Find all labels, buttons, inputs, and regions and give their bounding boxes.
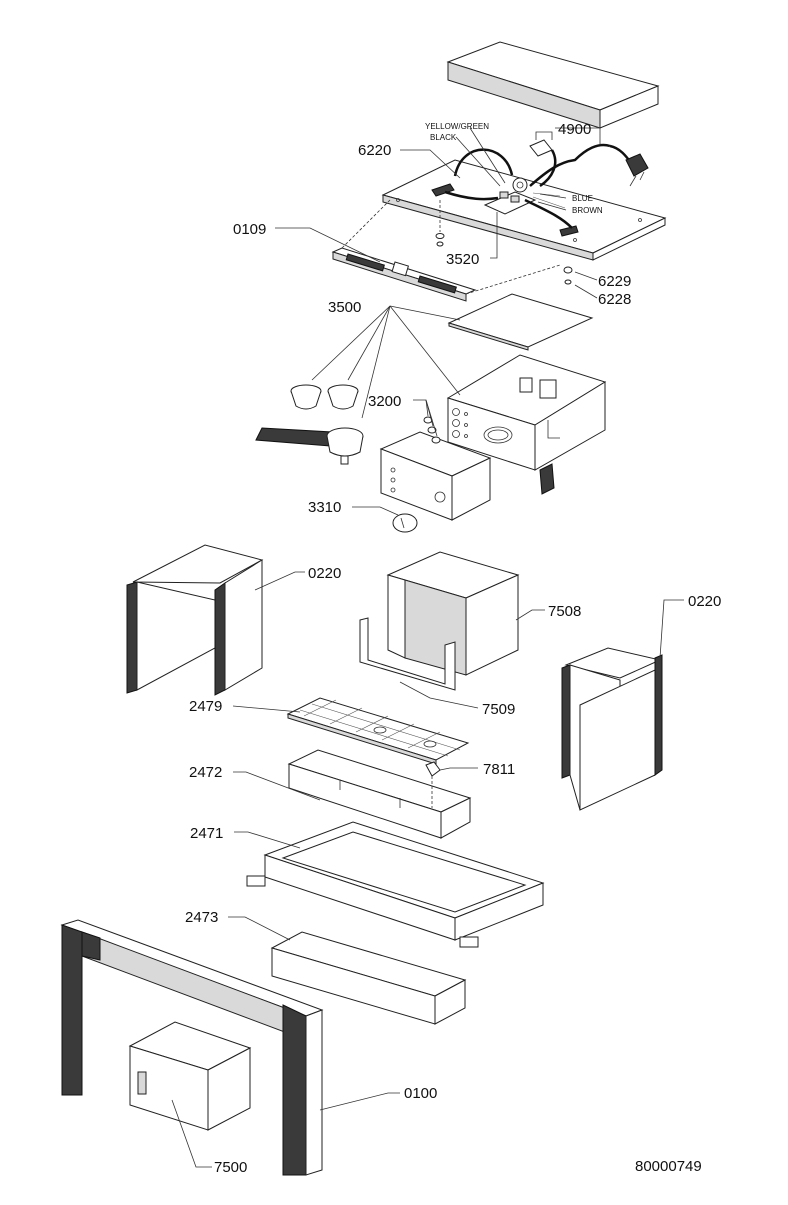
control-panel: [379, 431, 492, 521]
label-3520: 3520: [446, 251, 479, 268]
cover-sheet-3500: [447, 293, 594, 351]
label-0100: 0100: [404, 1085, 437, 1102]
base-tray: [246, 821, 545, 948]
leader-lines: [171, 127, 684, 1168]
wire-label-brown: BROWN: [572, 206, 603, 215]
drawing-number: 80000749: [635, 1158, 702, 1175]
label-3200: 3200: [368, 393, 401, 410]
label-0220-left: 0220: [308, 565, 341, 582]
wire-brown: [532, 196, 566, 209]
assembly-line-left: [341, 199, 391, 249]
label-2479: 2479: [189, 698, 222, 715]
wire-right: [524, 198, 573, 229]
base-plate: [381, 159, 667, 261]
power-plug: [609, 144, 649, 187]
terminal-block: [483, 177, 537, 215]
label-3500: 3500: [328, 299, 361, 316]
side-panel-right: [561, 647, 663, 811]
drip-grid: [286, 697, 470, 765]
front-frame: [60, 919, 324, 1176]
label-6229: 6229: [598, 273, 631, 290]
label-2471: 2471: [190, 825, 223, 842]
label-6228: 6228: [598, 291, 631, 308]
label-2473: 2473: [185, 909, 218, 926]
drip-tray: [287, 749, 472, 839]
label-7811: 7811: [483, 761, 515, 778]
filter-basket-2: [327, 384, 359, 410]
filter-basket-1: [290, 384, 322, 410]
wire-labels: YELLOW/GREEN BLACK BLUE BROWN: [425, 122, 603, 215]
wire-left: [444, 190, 499, 201]
label-2472: 2472: [189, 764, 222, 781]
label-0220-right: 0220: [688, 593, 721, 610]
wire-blue: [532, 192, 561, 197]
mounting-clip-left: [431, 183, 455, 197]
wire-connector-4900: [529, 131, 557, 188]
frame-7509: [359, 617, 456, 691]
wire-label-blue: BLUE: [572, 194, 593, 203]
electronics-box: [128, 1021, 252, 1131]
label-0109: 0109: [233, 221, 266, 238]
rubber-feet-top: [435, 200, 445, 247]
label-7508: 7508: [548, 603, 581, 620]
cable-clamp-bar: [331, 247, 477, 302]
top-cover-plate: [446, 41, 660, 129]
label-7509: 7509: [482, 701, 515, 718]
label-7500: 7500: [214, 1159, 247, 1176]
label-4900: 4900: [558, 121, 591, 138]
wire-label-yellow-green: YELLOW/GREEN: [425, 122, 489, 131]
label-3310: 3310: [308, 499, 341, 516]
side-panel-left: [126, 544, 264, 696]
label-6220: 6220: [358, 142, 391, 159]
part-labels: 4900 6220 0109 3520 6229 6228 3500 3200 …: [185, 121, 721, 1176]
frame-7508: [386, 551, 520, 676]
water-reservoir: [270, 931, 467, 1025]
switch-buttons: [423, 416, 441, 444]
boiler-housing: [446, 354, 607, 495]
power-cable: [529, 143, 611, 187]
wire-label-black: BLACK: [430, 133, 457, 142]
assembly-line-right: [465, 264, 561, 295]
portafilter: [255, 427, 364, 465]
control-knob: [392, 513, 418, 533]
foot-6229: [563, 266, 573, 285]
